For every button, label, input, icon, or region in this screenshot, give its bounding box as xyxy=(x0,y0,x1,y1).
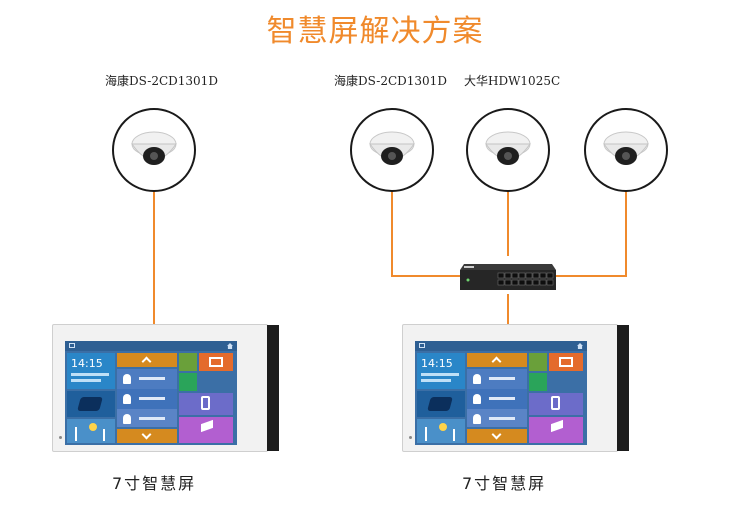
wire-camera-2-down xyxy=(507,190,509,256)
unlock-tile[interactable] xyxy=(529,373,547,391)
sun-icon xyxy=(439,423,447,431)
phone-icon xyxy=(201,396,210,410)
device-sensor-dot xyxy=(409,436,412,439)
chevron-down-icon xyxy=(141,429,152,440)
wire-switch-to-screen xyxy=(507,294,509,324)
person-icon xyxy=(473,394,481,404)
phone-icon xyxy=(551,396,560,410)
contact-item[interactable] xyxy=(467,409,527,427)
left-screen-caption: 7寸智慧屏 xyxy=(112,474,197,493)
menu-icon[interactable] xyxy=(69,343,75,348)
device-side-edge xyxy=(267,325,279,451)
person-icon xyxy=(473,414,481,424)
logo-tile xyxy=(417,391,465,417)
wire-camera-3-down xyxy=(625,190,627,276)
dome-camera-icon xyxy=(603,131,649,165)
contact-item[interactable] xyxy=(117,409,177,427)
dome-camera-3 xyxy=(584,108,668,192)
wire-switch-to-right xyxy=(554,275,627,277)
device-side-edge xyxy=(617,325,629,451)
page-title: 智慧屏解决方案 xyxy=(266,14,484,49)
left-camera-wire xyxy=(153,190,155,324)
clock-tile: 14:15 xyxy=(67,353,115,389)
envelope-icon xyxy=(559,357,573,367)
smart-screen-display: 14:15 xyxy=(65,341,237,445)
message-tile[interactable] xyxy=(549,353,583,371)
sun-icon xyxy=(89,423,97,431)
wire-camera-1-down xyxy=(391,190,393,276)
contact-item[interactable] xyxy=(117,369,177,391)
windmill-icon xyxy=(453,429,455,441)
dome-camera-icon xyxy=(131,131,177,165)
weather-tile xyxy=(67,419,115,443)
brand-logo-icon xyxy=(77,397,103,411)
clock-time: 14:15 xyxy=(421,357,453,370)
home-icon[interactable] xyxy=(227,343,233,349)
person-icon xyxy=(473,374,481,384)
windmill-icon xyxy=(425,427,427,441)
dome-camera-icon xyxy=(485,131,531,165)
chevron-up-icon xyxy=(141,356,152,367)
chevron-down-icon xyxy=(491,429,502,440)
contact-item[interactable] xyxy=(117,389,177,411)
phone-tile[interactable] xyxy=(529,393,583,415)
right-screen-caption: 7寸智慧屏 xyxy=(462,474,547,493)
scroll-down-button[interactable] xyxy=(117,429,177,443)
smart-screen-right: 14:15 xyxy=(402,324,629,452)
person-icon xyxy=(123,394,131,404)
scroll-up-button[interactable] xyxy=(117,353,177,367)
scroll-down-button[interactable] xyxy=(467,429,527,443)
dome-camera-icon xyxy=(369,131,415,165)
smart-screen-left: 14:15 xyxy=(52,324,279,452)
dome-camera-1 xyxy=(350,108,434,192)
person-icon xyxy=(123,414,131,424)
screen-top-bar xyxy=(415,341,587,351)
smart-screen-display: 14:15 xyxy=(415,341,587,445)
scroll-up-button[interactable] xyxy=(467,353,527,367)
dome-camera-left xyxy=(112,108,196,192)
windmill-icon xyxy=(75,427,77,441)
logo-tile xyxy=(67,391,115,417)
wire-left-to-switch xyxy=(391,275,463,277)
device-sensor-dot xyxy=(59,436,62,439)
clock-time: 14:15 xyxy=(71,357,103,370)
camera-monitor-tile[interactable] xyxy=(529,417,583,443)
right-camera-model-label-b: 大华HDW1025C xyxy=(464,74,561,88)
unlock-tile[interactable] xyxy=(179,373,197,391)
doorbell-tile[interactable] xyxy=(529,353,547,371)
doorbell-tile[interactable] xyxy=(179,353,197,371)
screen-top-bar xyxy=(65,341,237,351)
right-camera-model-label-a: 海康DS-2CD1301D xyxy=(334,74,447,88)
windmill-icon xyxy=(103,429,105,441)
cctv-icon xyxy=(551,419,563,433)
clock-tile: 14:15 xyxy=(417,353,465,389)
network-switch-icon xyxy=(460,264,556,290)
camera-monitor-tile[interactable] xyxy=(179,417,233,443)
dome-camera-2 xyxy=(466,108,550,192)
weather-tile xyxy=(417,419,465,443)
left-camera-model-label: 海康DS-2CD1301D xyxy=(105,74,218,88)
cctv-icon xyxy=(201,419,213,433)
contact-item[interactable] xyxy=(467,389,527,411)
network-switch xyxy=(458,256,558,296)
message-tile[interactable] xyxy=(199,353,233,371)
chevron-up-icon xyxy=(491,356,502,367)
phone-tile[interactable] xyxy=(179,393,233,415)
home-icon[interactable] xyxy=(577,343,583,349)
contact-item[interactable] xyxy=(467,369,527,391)
menu-icon[interactable] xyxy=(419,343,425,348)
envelope-icon xyxy=(209,357,223,367)
person-icon xyxy=(123,374,131,384)
brand-logo-icon xyxy=(427,397,453,411)
